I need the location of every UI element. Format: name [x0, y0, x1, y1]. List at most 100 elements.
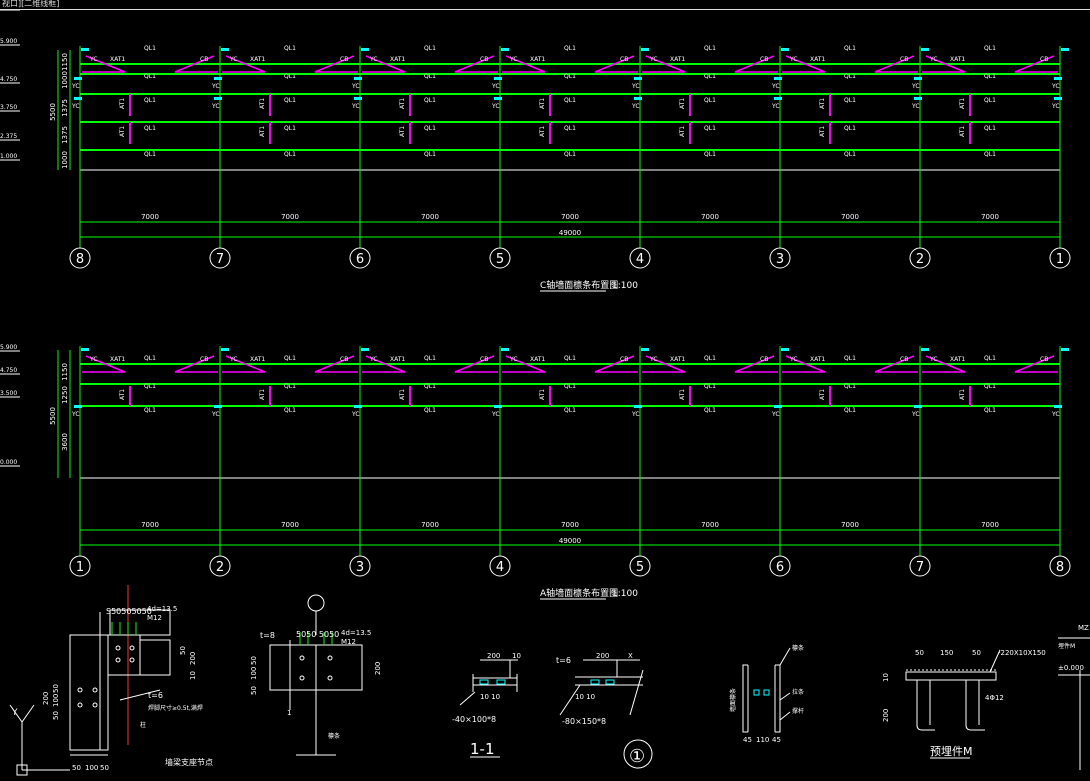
yc-label: YC	[911, 83, 920, 90]
svg-text:50: 50	[179, 646, 187, 655]
yc-label: YC	[1051, 411, 1060, 418]
detail-beam-splice	[269, 594, 363, 756]
span-label: 7000	[701, 213, 719, 221]
detail-partial-a: MZ	[1078, 624, 1089, 632]
purlin-label: QL1	[984, 407, 996, 414]
detail-support-note: 焊脚尺寸≥0.5t,满焊	[148, 704, 203, 712]
detail-embedded-part	[905, 649, 1001, 731]
brace-label: XAT1	[670, 56, 685, 63]
column-marker	[221, 348, 229, 351]
axis-label: 8	[76, 252, 84, 267]
cb-label: CB	[200, 356, 208, 363]
detail-splice-bolt2: 4d=13.5	[341, 629, 371, 637]
purlin-label: QL1	[144, 383, 156, 390]
column-marker	[501, 48, 509, 51]
diagonal-brace	[594, 355, 638, 373]
diagonal-brace	[642, 355, 686, 373]
vertical-dimension-label: 1150	[61, 53, 69, 71]
span-label: 7000	[841, 213, 859, 221]
detail-node-1-x: X	[628, 652, 633, 660]
total-span-label: 49000	[559, 229, 581, 237]
purlin-label: QL1	[984, 151, 996, 158]
elevation-c-scale: 1:100	[612, 281, 638, 291]
span-label: 7000	[421, 521, 439, 529]
diagonal-brace	[922, 55, 966, 73]
detail-support-bolt2: 4d=13.5	[147, 605, 177, 613]
purlin-label: QL1	[564, 355, 576, 362]
axis-bubble	[489, 555, 511, 577]
purlin-label: QL1	[564, 45, 576, 52]
detail-node-1-plate: -80×150*8	[562, 717, 606, 726]
axis-bubble	[489, 247, 511, 269]
purlin-label: QL1	[284, 97, 296, 104]
tie-rod-label: AT1	[539, 389, 546, 400]
detail-embedded-v2: 10	[882, 673, 890, 682]
svg-text:50: 50	[52, 711, 60, 720]
axis-bubble	[909, 555, 931, 577]
svg-text:50: 50	[72, 764, 81, 772]
tie-rod-label: AT1	[959, 98, 966, 109]
yc-label: YC	[229, 356, 238, 363]
cb-label: CB	[1040, 56, 1048, 63]
cb-label: CB	[760, 356, 768, 363]
yc-label: YC	[351, 83, 360, 90]
yc-label: YC	[509, 356, 518, 363]
purlin-label: QL1	[284, 151, 296, 158]
yc-marker	[1054, 97, 1062, 100]
tie-rod-label: AT1	[539, 126, 546, 137]
axis-label: 2	[916, 252, 924, 267]
vertical-dimension-label: 1375	[61, 126, 69, 144]
diagonal-brace	[454, 355, 498, 373]
vertical-dimension-label: 1000	[61, 151, 69, 169]
level-label: 4.750	[0, 367, 17, 374]
detail-node-1-title: ①	[629, 746, 645, 767]
yc-marker	[634, 97, 642, 100]
detail-embedded-title: 预埋件M	[930, 745, 973, 758]
tie-rod-label: AT1	[539, 98, 546, 109]
svg-text:50: 50	[250, 656, 258, 665]
diagonal-brace	[594, 55, 638, 73]
diagonal-brace	[642, 55, 686, 73]
purlin-label: QL1	[144, 97, 156, 104]
column-marker	[641, 48, 649, 51]
detail-splice-bolt3: M12	[341, 638, 356, 646]
brace-label: XAT1	[530, 356, 545, 363]
cb-label: CB	[900, 56, 908, 63]
axis-label: 5	[636, 560, 644, 575]
cb-label: CB	[340, 56, 348, 63]
yc-label: YC	[211, 411, 220, 418]
detail-splice-thickness: t=8	[260, 631, 275, 640]
cb-label: CB	[480, 56, 488, 63]
yc-marker	[74, 405, 82, 408]
purlin-label: QL1	[424, 73, 436, 80]
svg-text:50: 50	[250, 686, 258, 695]
axis-bubble	[209, 247, 231, 269]
detail-support-thickness: t=6	[148, 691, 163, 700]
detail-embedded-bar: 4Φ12	[985, 694, 1004, 702]
yc-marker	[214, 97, 222, 100]
yc-label: YC	[631, 83, 640, 90]
column-marker	[221, 48, 229, 51]
total-height-label: 5500	[49, 103, 57, 121]
ucs-y-label: Y	[11, 708, 18, 718]
tie-rod-label: AT1	[399, 98, 406, 109]
tie-rod-label: AT1	[959, 126, 966, 137]
yc-label: YC	[491, 411, 500, 418]
brace-label: XAT1	[810, 356, 825, 363]
brace-label: XAT1	[530, 56, 545, 63]
yc-label: YC	[771, 83, 780, 90]
cb-label: CB	[620, 56, 628, 63]
purlin-label: QL1	[704, 97, 716, 104]
vertical-dimension-label: 1150	[61, 363, 69, 381]
axis-bubble	[629, 555, 651, 577]
detail-node-1-d: 10 10	[575, 693, 595, 701]
level-label: 3.750	[0, 104, 17, 111]
axis-label: 4	[636, 252, 644, 267]
purlin-label: QL1	[424, 45, 436, 52]
axis-bubble	[909, 247, 931, 269]
total-height-label: 5500	[49, 407, 57, 425]
brace-label: XAT1	[390, 356, 405, 363]
brace-label: XAT1	[110, 356, 125, 363]
diagonal-brace	[922, 355, 966, 373]
